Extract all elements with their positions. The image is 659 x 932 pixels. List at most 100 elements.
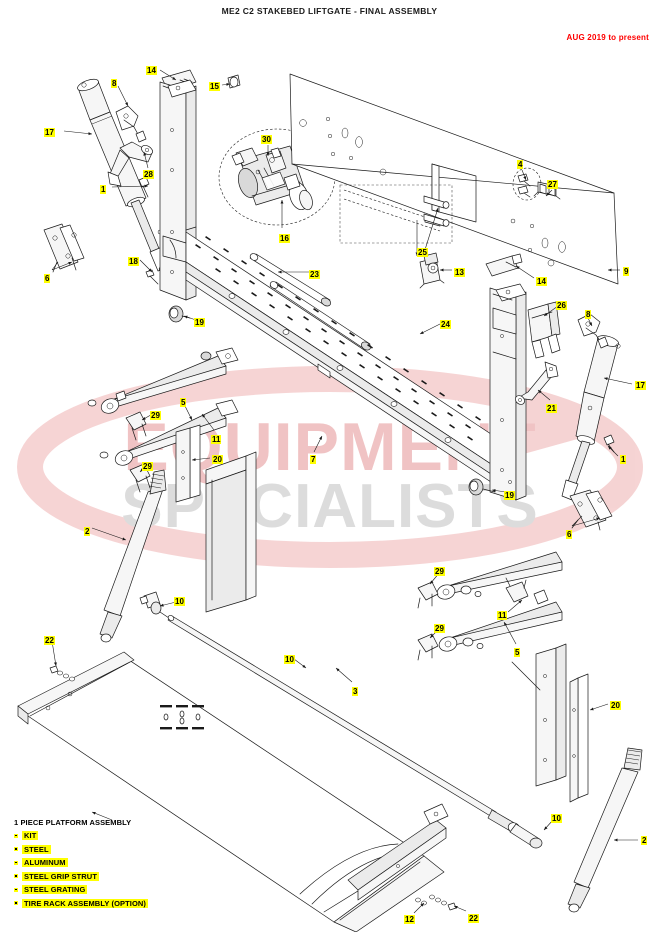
callout-11: 11	[211, 435, 222, 444]
bullet-icon	[14, 847, 18, 851]
callout-8: 8	[585, 310, 592, 319]
callout-7: 7	[310, 455, 317, 464]
left-gas-strut-2	[99, 469, 167, 643]
legend-item-label: KIT	[22, 831, 39, 840]
bolts-22-left	[49, 665, 75, 682]
legend-list: KIT STEEL ALUMINUM STEEL GRIP STRUT STEEL GR…	[14, 831, 229, 908]
callout-29: 29	[142, 462, 153, 471]
motor-pump-assembly	[218, 128, 336, 226]
callout-22: 22	[468, 914, 479, 923]
callout-3: 3	[352, 687, 359, 696]
legend-item: KIT	[14, 831, 229, 840]
callout-20: 20	[212, 455, 223, 464]
callout-29: 29	[434, 624, 445, 633]
fitting-8-right	[577, 313, 609, 349]
right-gas-strut-2	[567, 747, 643, 913]
callout-29: 29	[150, 411, 161, 420]
platform-options-legend: 1 PIECE PLATFORM ASSEMBLY KIT STEEL ALUMIN…	[14, 818, 229, 912]
legend-item-label: STEEL	[22, 844, 51, 854]
long-rod-10	[167, 615, 543, 849]
rear-panel-9	[289, 73, 619, 285]
bullet-icon	[14, 860, 18, 865]
callout-25: 25	[417, 248, 428, 257]
legend-item: TIRE RACK ASSEMBLY (OPTION)	[14, 898, 229, 908]
legend-item-label: STEEL GRIP STRUT	[22, 871, 99, 881]
legend-item: ALUMINUM	[14, 858, 229, 867]
callout-30: 30	[261, 135, 272, 144]
revision-date: AUG 2019 to present	[566, 33, 649, 42]
callout-21: 21	[546, 404, 557, 413]
callout-2: 2	[84, 527, 91, 536]
callout-28: 28	[143, 170, 154, 179]
left-lower-arms	[87, 347, 257, 613]
bolt-1-right	[603, 434, 615, 453]
callout-12: 12	[404, 915, 415, 924]
callout-17: 17	[44, 128, 55, 137]
bullet-icon	[14, 874, 18, 878]
callout-16: 16	[279, 234, 290, 243]
callout-19: 19	[194, 318, 205, 327]
legend-item-label: TIRE RACK ASSEMBLY (OPTION)	[22, 898, 149, 908]
legend-item-label: ALUMINUM	[22, 858, 68, 867]
right-lower-arms	[417, 551, 589, 803]
callout-22: 22	[44, 636, 55, 645]
platform-assembly	[17, 651, 449, 932]
plate-14-right	[485, 253, 523, 277]
callout-10: 10	[284, 655, 295, 664]
main-deck-grip-strut	[185, 231, 501, 489]
bracket-6-right	[569, 489, 613, 531]
callout-6: 6	[566, 530, 573, 539]
legend-item: STEEL GRIP STRUT	[14, 871, 229, 881]
callout-10: 10	[174, 597, 185, 606]
bracket-26	[527, 301, 561, 359]
callout-17: 17	[635, 381, 646, 390]
callout-14: 14	[146, 66, 157, 75]
callout-26: 26	[556, 301, 567, 310]
bolts-12-22-low	[415, 894, 457, 911]
callout-20: 20	[610, 701, 621, 710]
callout-18: 18	[128, 257, 139, 266]
callout-29: 29	[434, 567, 445, 576]
bullet-icon	[14, 833, 18, 838]
right-lift-cylinder	[561, 335, 621, 501]
pin-10-left	[139, 591, 197, 637]
callout-2: 2	[641, 836, 648, 845]
callout-5: 5	[180, 398, 187, 407]
valve-13	[419, 252, 445, 289]
callout-14: 14	[536, 277, 547, 286]
legend-item-label: STEEL GRATING	[22, 885, 88, 894]
bracket-6-left	[43, 223, 85, 273]
page-title: ME2 C2 STAKEBED LIFTGATE - FINAL ASSEMBL…	[221, 6, 438, 16]
callout-15: 15	[209, 82, 220, 91]
callout-6: 6	[44, 274, 51, 283]
legend-item: STEEL GRATING	[14, 885, 229, 894]
knob-19-right	[468, 478, 496, 496]
hardware-4-27	[512, 167, 561, 201]
bolt-18	[145, 269, 159, 285]
bullet-icon	[14, 901, 18, 905]
bullet-icon	[14, 887, 18, 892]
link-28	[107, 141, 153, 187]
legend-item: STEEL	[14, 844, 229, 854]
knob-19-left	[168, 305, 191, 323]
callout-11: 11	[497, 611, 508, 620]
callout-10: 10	[551, 814, 562, 823]
callout-9: 9	[623, 267, 630, 276]
link-21	[515, 361, 559, 405]
callout-24: 24	[440, 320, 451, 329]
callout-19: 19	[504, 491, 515, 500]
callout-23: 23	[309, 270, 320, 279]
callout-27: 27	[547, 180, 558, 189]
legend-title: 1 PIECE PLATFORM ASSEMBLY	[14, 818, 132, 827]
callout-1: 1	[100, 185, 107, 194]
callout-8: 8	[111, 79, 118, 88]
callout-1: 1	[620, 455, 627, 464]
rod-23	[249, 253, 332, 307]
callout-13: 13	[454, 268, 465, 277]
callout-5: 5	[514, 648, 521, 657]
rod-24	[269, 281, 371, 351]
right-upright-column	[489, 283, 527, 501]
fitting-8-left	[115, 105, 147, 143]
